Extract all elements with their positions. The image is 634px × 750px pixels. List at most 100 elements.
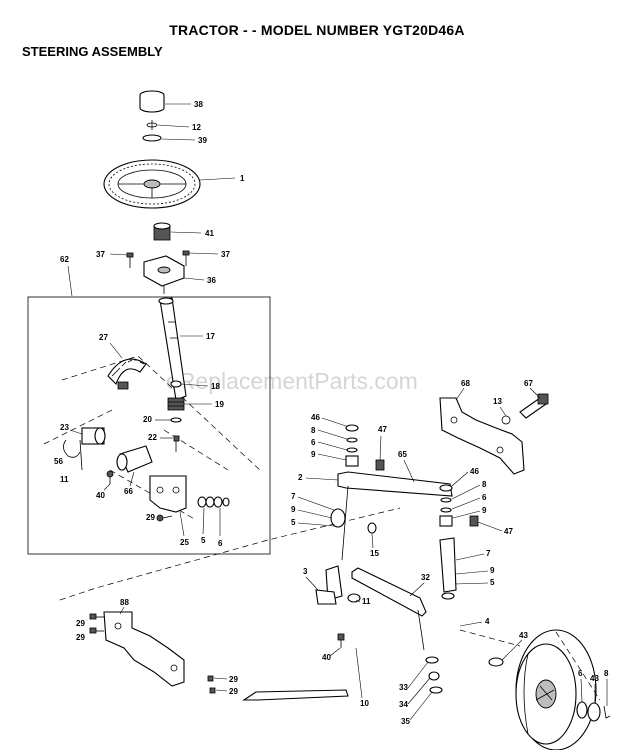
- callout: 27: [99, 333, 108, 342]
- callout: 65: [398, 450, 407, 459]
- callout: 41: [205, 229, 214, 238]
- callout: 6: [482, 493, 487, 502]
- callout: 20: [143, 415, 152, 424]
- callout: 8: [482, 480, 487, 489]
- callout: 13: [493, 397, 502, 406]
- callout: 12: [192, 123, 201, 132]
- callout: 29: [76, 633, 85, 642]
- callout: 66: [124, 487, 133, 496]
- bushing-assembly: [63, 427, 106, 471]
- nut: [170, 380, 182, 388]
- callout: 67: [524, 379, 533, 388]
- callout: 47: [378, 425, 387, 434]
- sector-gear: [107, 358, 147, 390]
- callout: 56: [54, 457, 63, 466]
- callout: 68: [461, 379, 470, 388]
- callout: 36: [207, 276, 216, 285]
- tie-rod: [351, 567, 427, 651]
- spindle-hardware-left: [345, 424, 359, 467]
- callout: 33: [399, 683, 408, 692]
- callout: 40: [96, 491, 105, 500]
- callout: 19: [215, 400, 224, 409]
- callout: 5: [201, 536, 206, 545]
- nut: [501, 415, 511, 425]
- retaining-clip: [146, 120, 158, 130]
- callout: 11: [60, 475, 69, 484]
- watermark: eReplacementParts.com: [166, 368, 418, 394]
- callout: 6: [311, 438, 316, 447]
- callout: 8: [604, 669, 609, 678]
- wheel-hardware: [576, 701, 611, 722]
- spindle-right: [439, 537, 457, 600]
- lower-steering-bracket: [103, 611, 185, 687]
- drag-link-hardware: [425, 656, 443, 694]
- page-title: TRACTOR - - MODEL NUMBER YGT20D46A: [169, 22, 465, 38]
- callout: 43: [519, 631, 528, 640]
- pinion-gear: [167, 397, 185, 411]
- callout: 38: [194, 100, 203, 109]
- drag-link: [242, 689, 349, 701]
- steering-hub: [143, 255, 185, 294]
- callout: 62: [60, 255, 69, 264]
- callout: 1: [240, 174, 245, 183]
- bolt: [207, 675, 214, 682]
- callout: 29: [76, 619, 85, 628]
- bolt: [89, 627, 104, 634]
- callout: 5: [291, 518, 296, 527]
- washer-set: [197, 496, 230, 508]
- hub-cap-inner: [488, 657, 504, 667]
- tie-rod-end: [347, 593, 361, 603]
- callout: 15: [370, 549, 379, 558]
- spacer: [116, 445, 153, 473]
- callout: 37: [96, 250, 105, 259]
- steering-adapter: [153, 222, 171, 241]
- callout: 2: [298, 473, 303, 482]
- callout: 9: [490, 566, 495, 575]
- callout: 7: [486, 549, 491, 558]
- front-wheel: [515, 629, 597, 750]
- callout: 37: [221, 250, 230, 259]
- spacer: [367, 522, 377, 534]
- grease-fitting: [375, 459, 385, 471]
- callout: 25: [180, 538, 189, 547]
- callout: 29: [146, 513, 155, 522]
- callout: 11: [362, 597, 371, 606]
- spindle-left: [315, 508, 346, 605]
- callout-labels: 38 12 39 1 41 37 37 36 62 17 27 18 19 20…: [54, 100, 609, 726]
- callout: 47: [504, 527, 513, 536]
- steering-cap: [139, 90, 165, 113]
- callout: 7: [291, 492, 296, 501]
- steering-column-group-box: [27, 296, 271, 555]
- washer: [142, 134, 162, 142]
- callout: 18: [211, 382, 220, 391]
- callout: 3: [303, 567, 308, 576]
- bolt: [209, 687, 216, 694]
- callout: 29: [229, 675, 238, 684]
- callout: 29: [229, 687, 238, 696]
- callout: 43: [590, 674, 599, 683]
- steering-wheel: [103, 159, 201, 209]
- callout: 32: [421, 573, 430, 582]
- callout: 4: [485, 617, 490, 626]
- front-axle: [337, 471, 453, 561]
- callout: 40: [322, 653, 331, 662]
- bolt: [89, 613, 104, 620]
- callout: 46: [311, 413, 320, 422]
- callout: 39: [198, 136, 207, 145]
- steering-shaft: [158, 297, 187, 401]
- callout: 35: [401, 717, 410, 726]
- bolt: [156, 514, 173, 522]
- bolt: [106, 470, 114, 484]
- screw-left: [126, 252, 134, 268]
- callout: 10: [360, 699, 369, 708]
- callout: 88: [120, 598, 129, 607]
- spindle-hardware-right: [439, 484, 479, 527]
- callout: 34: [399, 700, 408, 709]
- washer: [170, 417, 182, 423]
- callout: 23: [60, 423, 69, 432]
- callout: 6: [578, 669, 583, 678]
- callout: 9: [311, 450, 316, 459]
- callout: 46: [470, 467, 479, 476]
- callout: 9: [482, 506, 487, 515]
